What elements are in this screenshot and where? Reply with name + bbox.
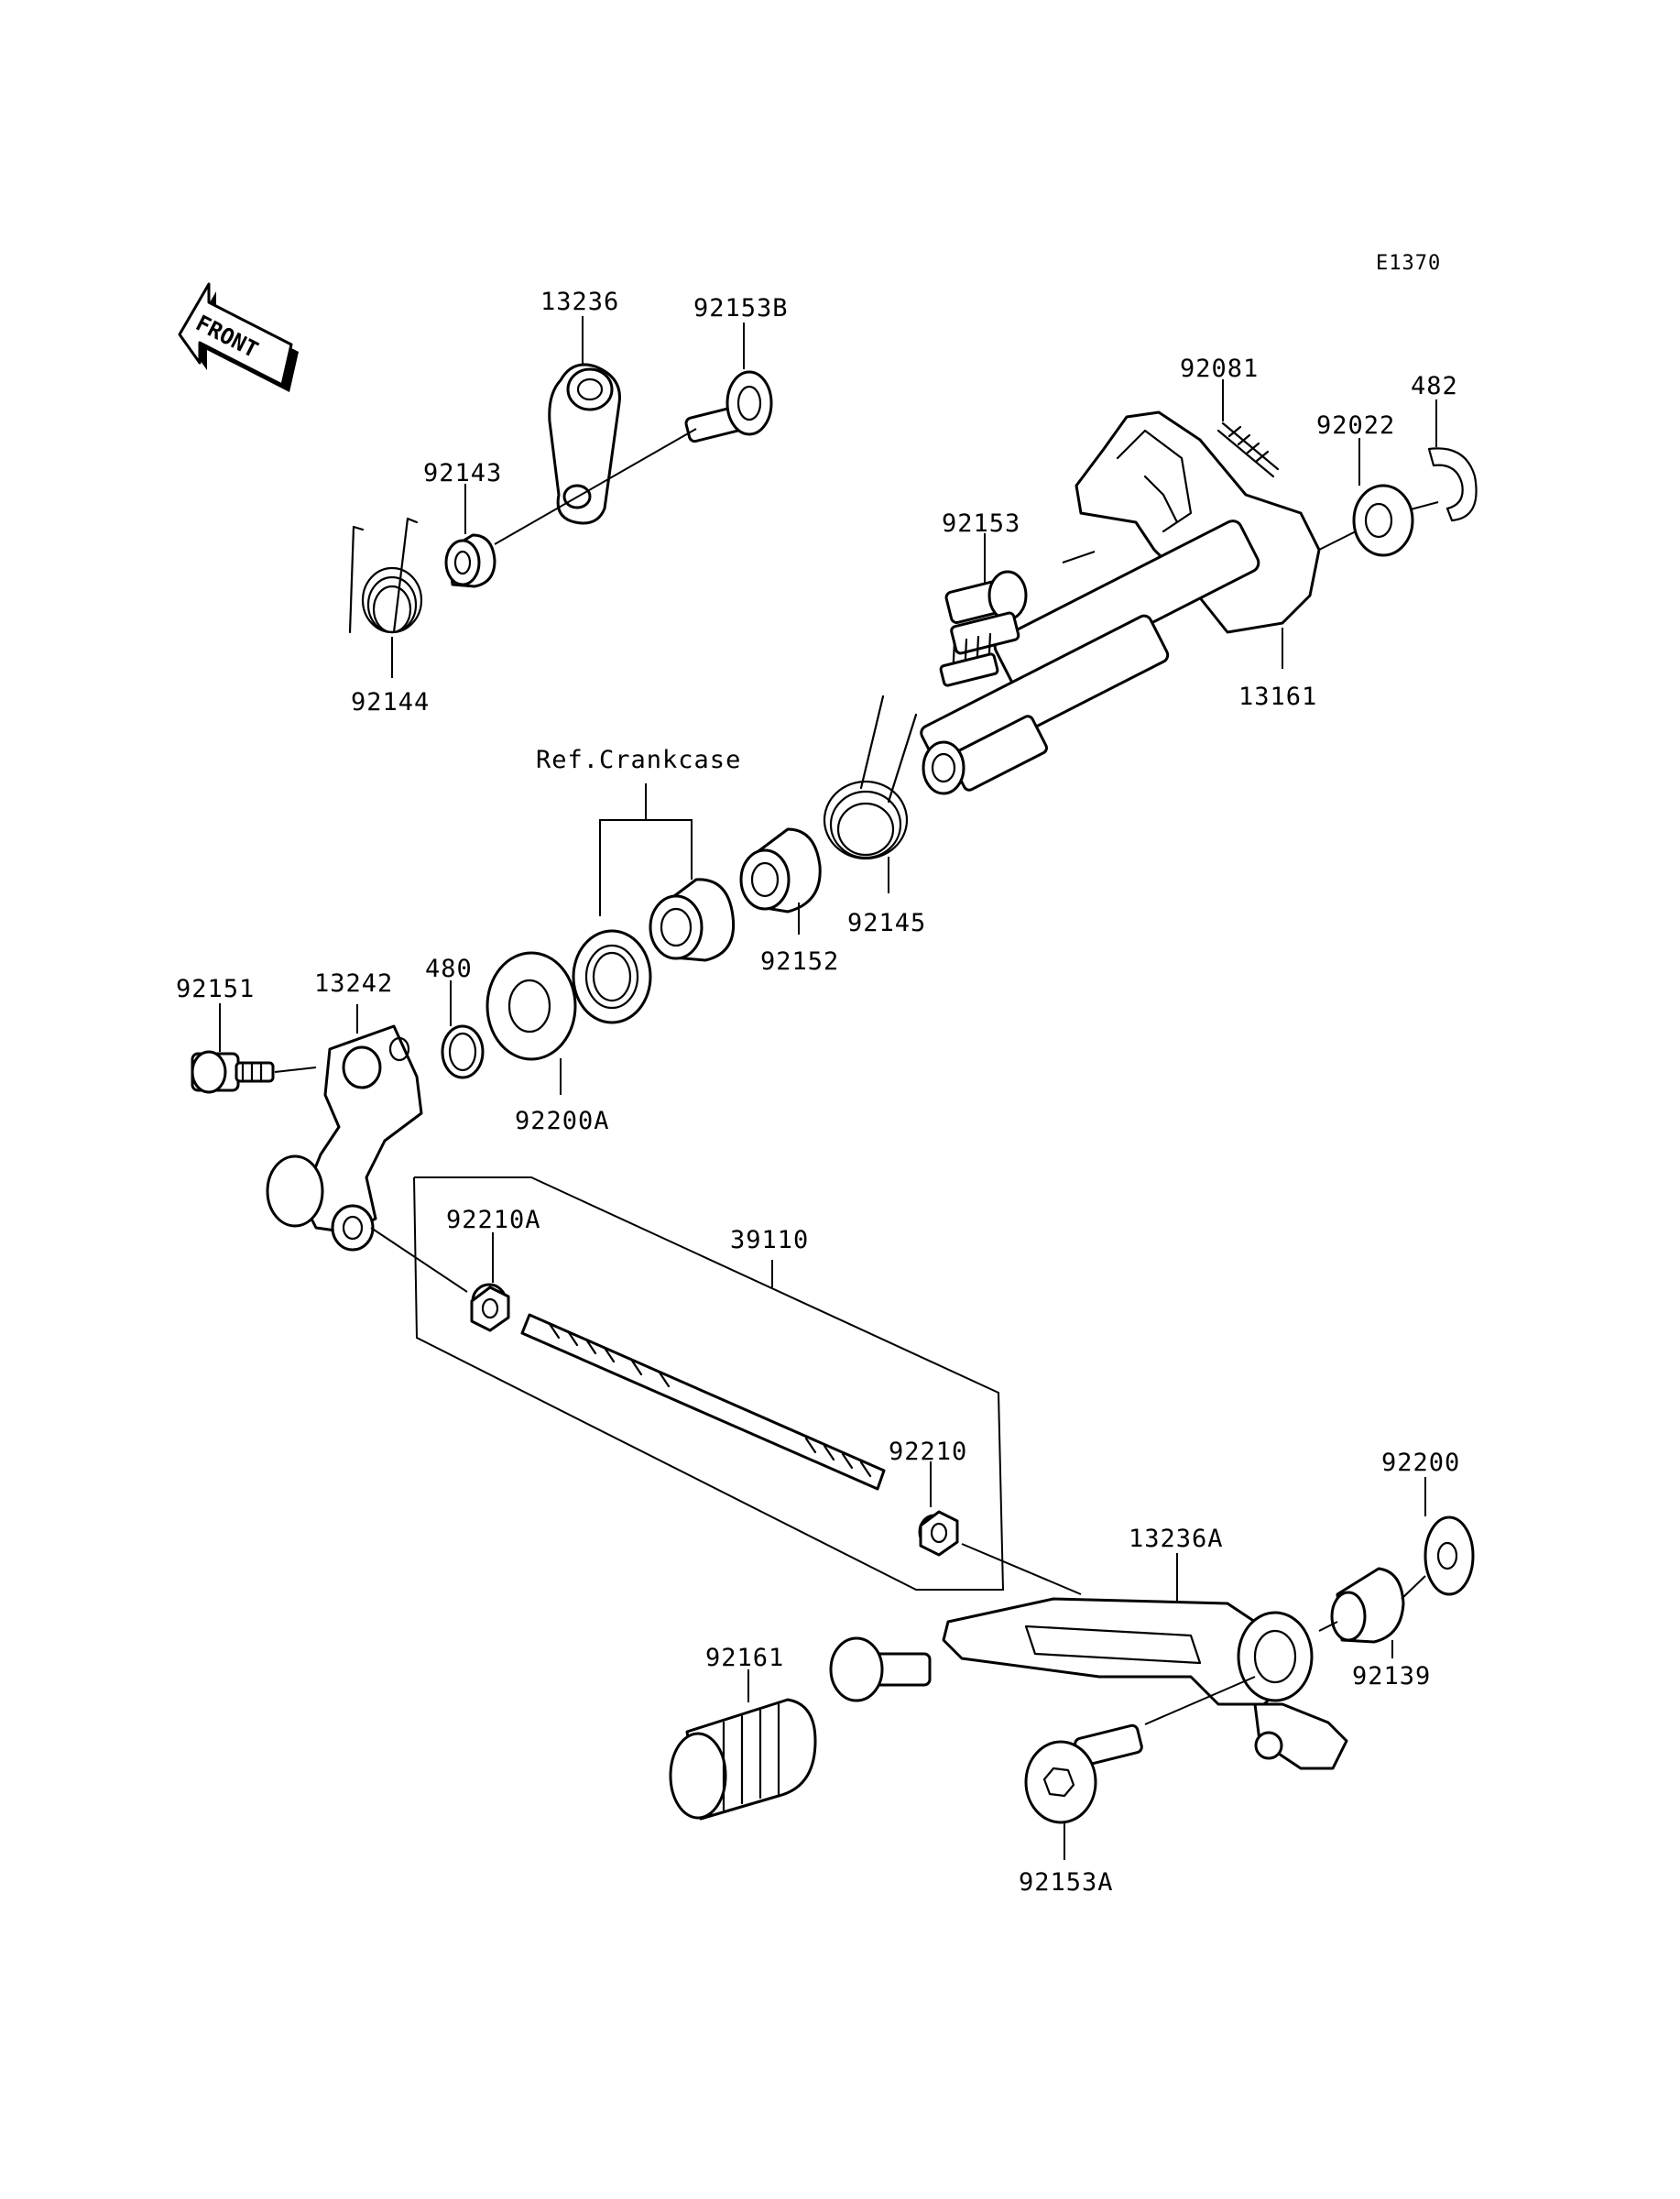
washer-92022-drawing [1352,484,1414,557]
label-92151[interactable]: 92151 [176,975,255,1003]
ref-crankcase-label: Ref.Crankcase [536,746,741,774]
tie-rod-39110-drawing [471,1283,951,1550]
arm-13236-drawing [548,363,621,525]
bushing-92152-drawing [739,827,822,914]
label-92022[interactable]: 92022 [1316,411,1395,440]
ref-crankcase-bracket [599,783,693,916]
label-13236A[interactable]: 13236A [1129,1525,1224,1553]
bolt-92153A-drawing [1024,1723,1143,1824]
diagram-code: E1370 [1376,252,1441,275]
circlip-482-drawing [1427,447,1478,522]
label-92153B[interactable]: 92153B [693,294,789,323]
label-39110[interactable]: 39110 [730,1226,809,1254]
label-92210[interactable]: 92210 [889,1438,967,1466]
label-92161[interactable]: 92161 [705,1644,784,1672]
label-92144[interactable]: 92144 [351,688,430,717]
bolt-92153-drawing [939,570,1028,687]
label-92200[interactable]: 92200 [1381,1449,1460,1477]
spring-92144-drawing [348,517,423,634]
label-13236[interactable]: 13236 [540,288,619,316]
lever-13236A-drawing [829,1597,1348,1770]
label-92139[interactable]: 92139 [1352,1662,1431,1690]
spring-92081-drawing [1216,421,1280,478]
label-92153A[interactable]: 92153A [1019,1868,1114,1897]
nut-92210-drawing [919,1510,959,1557]
bolt-92151-drawing [191,1050,275,1094]
collar-92139-drawing [1330,1567,1405,1644]
nut-92210A-drawing [470,1285,510,1332]
label-92200A[interactable]: 92200A [515,1107,610,1135]
label-92145[interactable]: 92145 [847,909,926,937]
washer-92200A-drawing [485,951,577,1061]
lever-13242-drawing [266,1024,423,1252]
label-92153[interactable]: 92153 [942,509,1020,538]
label-92152[interactable]: 92152 [760,947,839,976]
collar-92143-drawing [444,533,496,588]
label-13161[interactable]: 13161 [1238,683,1317,711]
spring-92145-drawing [823,695,918,860]
label-group: 13236 92153B 92143 92144 92081 482 92022… [176,288,1460,1897]
assembly-center-lines [274,428,1439,1725]
circlip-480-drawing [441,1024,485,1079]
tie-rod-bracket [413,1176,1005,1591]
label-92143[interactable]: 92143 [423,459,502,487]
label-92081[interactable]: 92081 [1180,355,1259,383]
label-480[interactable]: 480 [425,955,473,983]
bearing-crankcase-drawing [572,878,736,1024]
pin-92153B-drawing [684,370,773,443]
label-482[interactable]: 482 [1411,372,1458,400]
rubber-92161-drawing [669,1698,817,1821]
label-13242[interactable]: 13242 [314,969,393,998]
label-92210A[interactable]: 92210A [446,1206,541,1234]
shift-shaft-13161-drawing [920,410,1321,795]
front-direction-arrow: FRONT [178,282,299,392]
washer-92200-drawing [1424,1515,1475,1596]
